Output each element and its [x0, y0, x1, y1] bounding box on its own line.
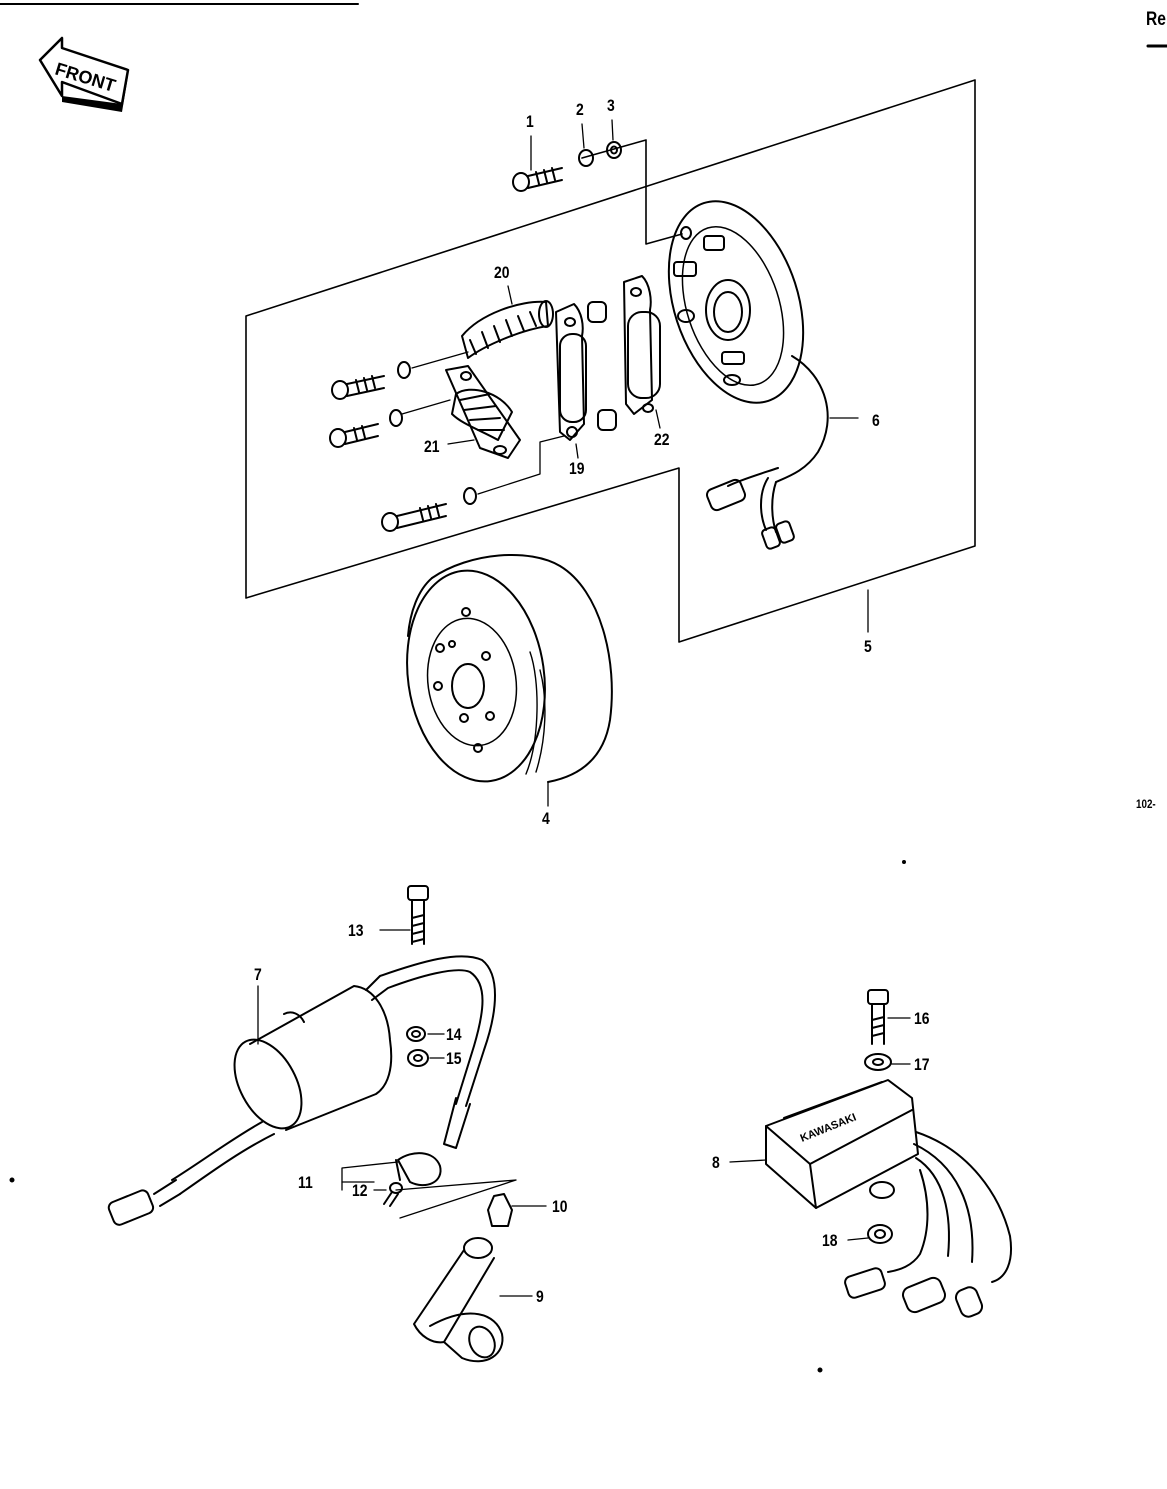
callout-6: 6	[872, 411, 880, 430]
callout-8: 8	[712, 1153, 720, 1172]
bolt-16	[867, 989, 889, 1045]
callout-14: 14	[446, 1025, 462, 1044]
ignition-coil	[107, 955, 496, 1226]
washer-3	[606, 141, 622, 159]
callout-22: 22	[654, 430, 670, 449]
callout-17: 17	[914, 1055, 930, 1074]
coil-20	[461, 300, 554, 359]
callout-15: 15	[446, 1049, 462, 1068]
nut-15	[407, 1049, 429, 1067]
callout-2: 2	[576, 100, 584, 119]
spacer-sleeves	[587, 301, 617, 431]
speck	[817, 1367, 823, 1373]
screw-long	[381, 435, 565, 532]
screw-middle	[329, 399, 451, 448]
screw-1	[512, 167, 563, 192]
clamp-screw	[383, 1182, 403, 1207]
callout-1: 1	[526, 112, 534, 131]
callout-10: 10	[552, 1197, 568, 1216]
callout-13: 13	[348, 921, 364, 940]
coil-21	[445, 365, 521, 459]
reference-code: 102-	[1136, 797, 1156, 811]
callout-16: 16	[914, 1009, 930, 1028]
cdi-unit: KAWASAKI	[765, 1079, 1012, 1318]
callout-12: 12	[352, 1181, 368, 1200]
callout-19: 19	[569, 459, 585, 478]
callout-7: 7	[254, 965, 262, 984]
bolt-13	[407, 885, 429, 945]
flywheel-rotor	[406, 553, 613, 783]
callout-20: 20	[494, 263, 510, 282]
callout-4: 4	[542, 809, 550, 828]
stator-subframe	[581, 139, 683, 245]
clamp-leader	[395, 1179, 517, 1219]
coil-22	[623, 275, 661, 415]
callout-11: 11	[298, 1173, 313, 1192]
spark-plug-cap	[413, 1237, 504, 1363]
callout-5: 5	[864, 637, 872, 656]
callout-21: 21	[424, 437, 440, 456]
nut-18	[867, 1224, 893, 1244]
coil-19	[555, 303, 587, 441]
stator-plate	[667, 200, 805, 404]
leader-lines	[257, 119, 911, 1297]
callout-3: 3	[607, 96, 615, 115]
screw-upper	[331, 351, 469, 400]
stator-group-frame	[245, 79, 976, 643]
speck	[902, 860, 906, 864]
wire-clamp	[395, 1152, 442, 1187]
callout-18: 18	[822, 1231, 838, 1250]
washer-17	[864, 1053, 892, 1071]
cap-terminal	[487, 1193, 513, 1227]
kawasaki-brand-text: KAWASAKI	[799, 1111, 858, 1144]
speck	[9, 1177, 15, 1183]
front-arrow-icon: FRONT	[38, 36, 130, 112]
washer-14	[406, 1026, 426, 1042]
washer-2	[578, 149, 594, 167]
stator-lead-wire	[706, 355, 829, 550]
corner-header-text: Re	[1146, 9, 1166, 30]
callout-9: 9	[536, 1287, 544, 1306]
